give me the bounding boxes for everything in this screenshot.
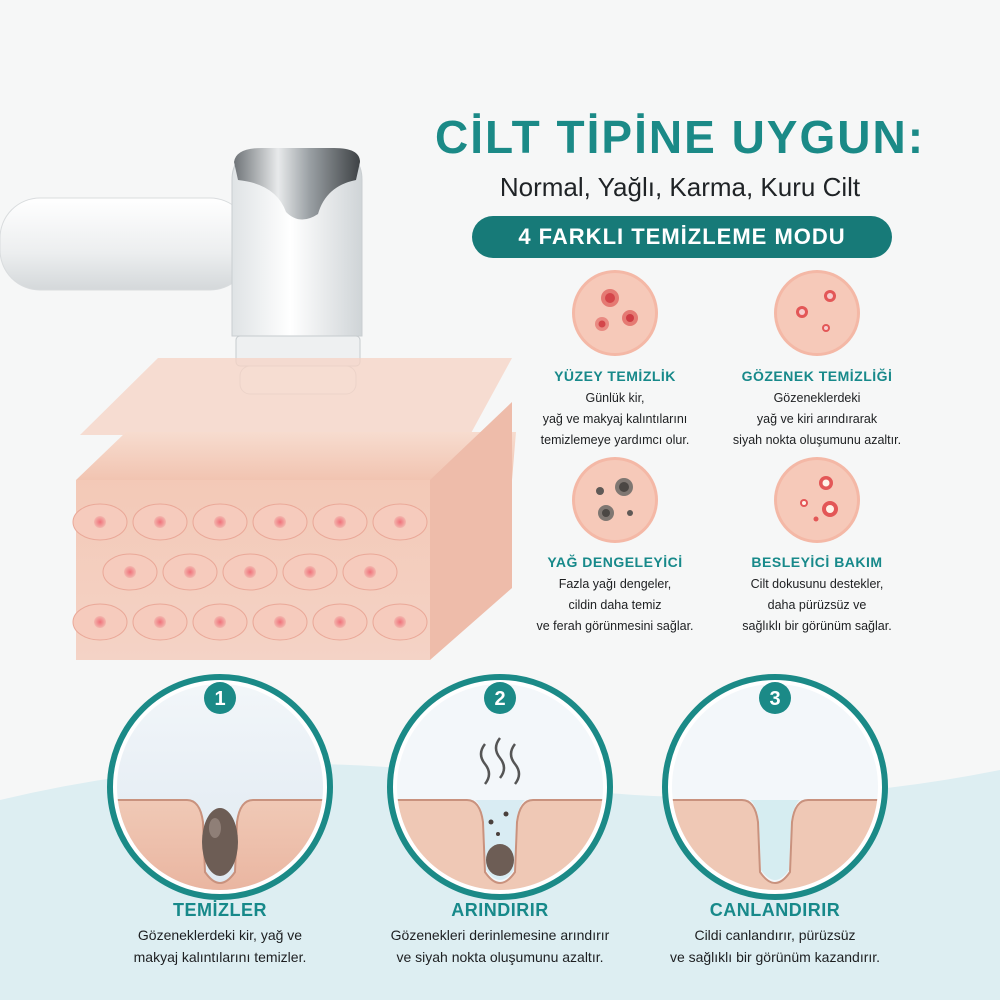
step-1-title: TEMİZLER <box>173 900 267 920</box>
feature-desc-line: siyah nokta oluşumunu azaltır. <box>732 433 902 447</box>
skin-cell-nucleus <box>274 516 286 528</box>
skin-cell-nucleus <box>154 516 166 528</box>
feature-desc-line: cildin daha temiz <box>568 598 662 612</box>
step-desc-line: ve sağlıklı bir görünüm kazandırır. <box>669 949 881 965</box>
step-2-desc: Gözenekleri derinlemesine arındırır ve s… <box>350 924 650 968</box>
step-desc-line: makyaj kalıntılarını temizler. <box>133 949 307 965</box>
skin-cells <box>72 503 428 641</box>
step-1-number: 1 <box>214 688 225 710</box>
step-3-number: 3 <box>769 688 780 710</box>
step-2-number: 2 <box>494 688 505 710</box>
skin-cell-nucleus <box>334 516 346 528</box>
skin-cell-nucleus <box>334 616 346 628</box>
step-1-desc: Gözeneklerdeki kir, yağ ve makyaj kalınt… <box>70 924 370 968</box>
skin-cell-nucleus <box>184 566 196 578</box>
feature-desc-surface: Günlük kir, yağ ve makyaj kalıntılarını … <box>495 388 735 451</box>
feature-desc-line: Gözeneklerdeki <box>773 391 861 405</box>
step-1-illustration: 1 <box>107 674 333 900</box>
skin-cell-nucleus <box>94 516 106 528</box>
skin-cell-nucleus <box>364 566 376 578</box>
device-handle <box>0 197 251 291</box>
feature-desc-line: Cilt dokusunu destekler, <box>750 577 884 591</box>
pore-cleaning-icon <box>774 270 860 356</box>
feature-title-oil: YAĞ DENGELEYİCİ <box>547 554 683 570</box>
feature-desc-pore: Gözeneklerdeki yağ ve kiri arındırarak s… <box>697 388 937 451</box>
nourishing-care-icon <box>774 457 860 543</box>
step-2-title: ARINDIRIR <box>451 900 549 920</box>
device-chrome-cap <box>234 148 360 220</box>
skin-cell-nucleus <box>394 616 406 628</box>
step-desc-line: ve siyah nokta oluşumunu azaltır. <box>396 949 604 965</box>
headline: CİLT TİPİNE UYGUN: <box>434 111 926 163</box>
step-3-desc: Cildi canlandırır, pürüzsüz ve sağlıklı … <box>625 924 925 968</box>
feature-desc-line: daha pürüzsüz ve <box>767 598 867 612</box>
skin-cell-nucleus <box>94 616 106 628</box>
skin-cell-nucleus <box>244 566 256 578</box>
skin-cell-nucleus <box>304 566 316 578</box>
step-desc-line: Gözeneklerdeki kir, yağ ve <box>137 927 303 943</box>
feature-desc-line: sağlıklı bir görünüm sağlar. <box>742 619 892 633</box>
step-3-title: CANLANDIRIR <box>709 900 841 920</box>
feature-desc-line: yağ ve makyaj kalıntılarını <box>542 412 688 426</box>
step-desc-line: Gözenekleri derinlemesine arındırır <box>390 927 610 943</box>
feature-desc-line: ve ferah görünmesini sağlar. <box>536 619 694 633</box>
skin-cell-nucleus <box>154 616 166 628</box>
skin-cell-nucleus <box>214 616 226 628</box>
step-desc-line: Cildi canlandırır, pürüzsüz <box>694 927 856 943</box>
skin-types-subhead: Normal, Yağlı, Karma, Kuru Cilt <box>499 172 861 202</box>
feature-title-surface: YÜZEY TEMİZLİK <box>554 368 676 384</box>
skin-cell-nucleus <box>394 516 406 528</box>
feature-desc-oil: Fazla yağı dengeler, cildin daha temiz v… <box>495 574 735 637</box>
skin-cell-nucleus <box>214 516 226 528</box>
feature-desc-line: Fazla yağı dengeler, <box>558 577 672 591</box>
feature-desc-line: yağ ve kiri arındırarak <box>756 412 878 426</box>
skin-top-layer <box>80 358 512 435</box>
oil-balance-icon <box>572 457 658 543</box>
feature-desc-nourish: Cilt dokusunu destekler, daha pürüzsüz v… <box>697 574 937 637</box>
feature-title-pore: GÖZENEK TEMİZLİĞİ <box>741 368 893 384</box>
step-2-illustration: 2 <box>387 674 613 900</box>
skin-cell-nucleus <box>274 616 286 628</box>
feature-title-nourish: BESLEYİCİ BAKIM <box>751 554 883 570</box>
device-skin-illustration <box>0 148 516 660</box>
mode-banner: 4 FARKLI TEMİZLEME MODU <box>472 216 892 258</box>
step-3-illustration: 3 <box>662 674 888 900</box>
skin-cell-nucleus <box>124 566 136 578</box>
surface-cleaning-icon <box>572 270 658 356</box>
feature-desc-line: temizlemeye yardımcı olur. <box>540 433 690 447</box>
feature-desc-line: Günlük kir, <box>585 391 645 405</box>
